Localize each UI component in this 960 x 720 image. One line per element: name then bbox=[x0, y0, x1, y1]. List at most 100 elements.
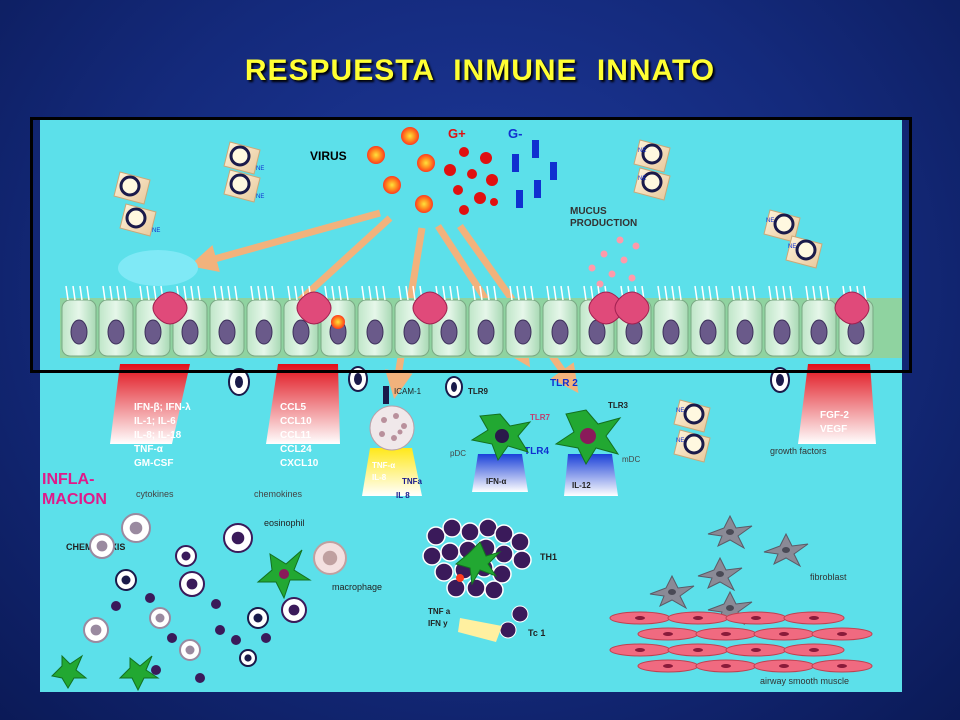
cell-nucleus bbox=[635, 616, 645, 620]
cilium bbox=[264, 285, 268, 301]
cilium bbox=[324, 285, 328, 301]
ifn-alpha-label: IFN-α bbox=[486, 477, 507, 486]
cilium bbox=[197, 285, 201, 301]
cilium bbox=[287, 285, 291, 301]
cytotoxic-t-cell bbox=[499, 621, 517, 639]
svg-text:GM-CSF: GM-CSF bbox=[134, 458, 173, 469]
chemokine-fan bbox=[266, 364, 340, 444]
cilium bbox=[65, 285, 69, 301]
goblet-cell bbox=[614, 291, 650, 325]
cell-nucleus bbox=[218, 319, 236, 345]
mast-cell-fan bbox=[362, 448, 422, 496]
lymphocyte bbox=[231, 635, 241, 645]
inflammation-label: INFLA- bbox=[42, 471, 94, 488]
cilium bbox=[345, 285, 349, 301]
cilium bbox=[398, 285, 402, 301]
cilium bbox=[819, 285, 823, 301]
cilium bbox=[331, 285, 335, 301]
cilium bbox=[250, 285, 254, 301]
cilium bbox=[368, 285, 372, 301]
cilium bbox=[382, 285, 386, 301]
cell-nucleus bbox=[186, 578, 198, 590]
cell-nucleus bbox=[185, 645, 195, 655]
cell-nucleus bbox=[668, 589, 676, 595]
svg-text:TNF-α: TNF-α bbox=[134, 444, 164, 455]
cell-nucleus bbox=[244, 654, 252, 662]
cilium bbox=[123, 285, 127, 301]
svg-text:IL-8: IL-8 bbox=[372, 473, 387, 482]
cytokines-list: IFN-β; IFN-λ IL-1; IL-6 IL-8; IL-18 TNF-… bbox=[134, 402, 191, 469]
goblet-cell bbox=[834, 291, 870, 325]
svg-text:CCL11: CCL11 bbox=[280, 430, 312, 441]
infected-cell-virus bbox=[331, 315, 345, 329]
cilium bbox=[553, 285, 557, 301]
svg-text:IFN y: IFN y bbox=[428, 619, 448, 628]
mdc-label: mDC bbox=[622, 455, 640, 464]
cell-nucleus bbox=[726, 529, 734, 535]
il12-label: IL-12 bbox=[572, 481, 591, 490]
neutrophil-cluster: NE NE NE NE NE NE bbox=[113, 139, 823, 269]
fibroblasts bbox=[649, 514, 809, 626]
cilium bbox=[412, 285, 416, 301]
cell-nucleus bbox=[121, 575, 131, 585]
fibroblast-label: fibroblast bbox=[810, 572, 847, 582]
cilium bbox=[271, 285, 275, 301]
mucus-label: MUCUS bbox=[570, 206, 607, 217]
mast-cell-mediators: TNF-α IL-8 TNFa bbox=[372, 461, 423, 486]
cilium bbox=[405, 285, 409, 301]
cell-nucleus bbox=[779, 632, 789, 636]
cilium bbox=[701, 285, 705, 301]
lymphocyte bbox=[195, 673, 205, 683]
cell-nucleus bbox=[716, 571, 724, 577]
svg-text:CCL10: CCL10 bbox=[280, 416, 312, 427]
cilium bbox=[86, 285, 90, 301]
th1-cell bbox=[440, 542, 460, 562]
cell-nucleus bbox=[726, 605, 734, 611]
cell-nucleus bbox=[779, 664, 789, 668]
dendritic-cell bbox=[50, 654, 88, 689]
growth-factor-fan bbox=[798, 364, 876, 444]
activation-marker bbox=[456, 574, 464, 582]
cell-nucleus bbox=[662, 319, 680, 345]
cell-nucleus bbox=[721, 664, 731, 668]
svg-text:NE: NE bbox=[676, 408, 684, 414]
goblet-cell bbox=[296, 291, 332, 325]
mast-cell bbox=[369, 405, 415, 451]
cell-nucleus bbox=[129, 521, 143, 535]
virus-particle bbox=[367, 146, 385, 164]
cell-nucleus bbox=[322, 550, 338, 566]
svg-text:NE: NE bbox=[638, 148, 646, 154]
cell-nucleus bbox=[279, 569, 289, 579]
cilium bbox=[375, 285, 379, 301]
lymphocyte bbox=[215, 625, 225, 635]
th1-cell bbox=[510, 532, 530, 552]
th1-lymphocytes bbox=[422, 518, 532, 639]
cell-nucleus bbox=[514, 319, 532, 345]
growth-factors-list: FGF-2 VEGF bbox=[820, 410, 849, 435]
cilium bbox=[805, 285, 809, 301]
th1-secretion bbox=[458, 618, 502, 642]
th1-cell bbox=[434, 562, 454, 582]
cell-nucleus bbox=[699, 319, 717, 345]
svg-text:CCL24: CCL24 bbox=[280, 444, 312, 455]
dendritic-cell bbox=[454, 541, 502, 586]
cilium bbox=[153, 285, 157, 301]
cell-nucleus bbox=[255, 319, 273, 345]
svg-text:NE: NE bbox=[256, 194, 264, 200]
cell-nucleus bbox=[70, 319, 88, 345]
cilium bbox=[768, 285, 772, 301]
gram-positive-bacteria bbox=[444, 147, 498, 215]
mdc-fan bbox=[564, 454, 618, 496]
svg-text:CXCL10: CXCL10 bbox=[280, 458, 319, 469]
svg-text:NE: NE bbox=[152, 228, 160, 234]
lymphocyte bbox=[111, 601, 121, 611]
cilium bbox=[183, 285, 187, 301]
tlr9-label: TLR9 bbox=[468, 387, 489, 396]
immune-response-figure: VIRUS G+ G- MUCUS PRODUCTION bbox=[40, 118, 902, 692]
cell-nucleus bbox=[663, 632, 673, 636]
cilium bbox=[442, 285, 446, 301]
cytokine-fan bbox=[110, 364, 190, 444]
cell-nucleus bbox=[635, 648, 645, 652]
inflammation-label: MACION bbox=[42, 491, 107, 508]
cilium bbox=[486, 285, 490, 301]
